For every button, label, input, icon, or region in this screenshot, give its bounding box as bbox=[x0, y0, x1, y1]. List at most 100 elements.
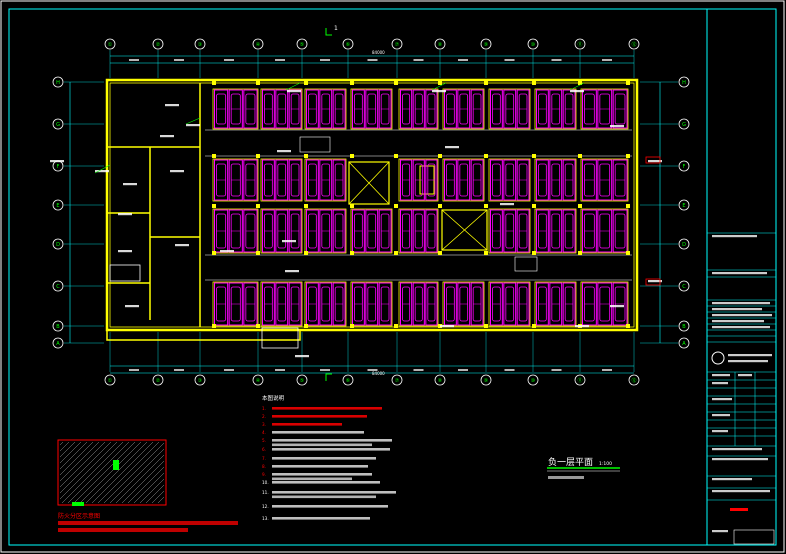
parking-stall bbox=[306, 159, 319, 201]
column bbox=[394, 204, 398, 208]
column bbox=[256, 324, 260, 328]
column bbox=[304, 204, 308, 208]
parking-stall bbox=[365, 209, 379, 253]
column bbox=[484, 251, 488, 255]
grid-label-col: ⑩ bbox=[531, 378, 536, 384]
grid-label-col: ⑤ bbox=[300, 378, 304, 384]
column bbox=[484, 154, 488, 158]
column bbox=[626, 251, 630, 255]
grid-bubble-col bbox=[152, 38, 164, 50]
parking-stall bbox=[306, 89, 319, 129]
column bbox=[626, 324, 630, 328]
note-number: 4. bbox=[262, 430, 266, 435]
grid-label-row: H bbox=[56, 80, 60, 86]
parking-stall bbox=[228, 159, 243, 201]
column bbox=[394, 324, 398, 328]
column bbox=[438, 251, 442, 255]
parking-stall bbox=[490, 89, 503, 129]
parking-stall bbox=[319, 89, 333, 129]
parking-stall bbox=[516, 89, 530, 129]
grid-bubble-col bbox=[628, 374, 640, 386]
grid-label-col: ③ bbox=[198, 42, 202, 48]
room-label bbox=[125, 305, 139, 308]
grid-bubble-row bbox=[52, 118, 64, 130]
parking-stall bbox=[597, 282, 613, 326]
legend-heading: 防火分区示意图 bbox=[58, 512, 100, 520]
grid-label-row: B bbox=[56, 324, 60, 330]
column bbox=[532, 251, 536, 255]
grid-bubble-row bbox=[52, 76, 64, 88]
room-label bbox=[220, 250, 234, 253]
grid-bubble-row bbox=[678, 280, 690, 292]
column bbox=[304, 251, 308, 255]
grid-label-col: ② bbox=[156, 378, 161, 384]
parking-stall bbox=[503, 89, 517, 129]
grid-label-col: ⑨ bbox=[484, 42, 488, 48]
grid-label-col: ⑪ bbox=[577, 377, 582, 384]
grid-label-col: ④ bbox=[256, 42, 261, 48]
room-label bbox=[170, 170, 184, 173]
parking-stall bbox=[503, 282, 517, 326]
parking-stall bbox=[243, 209, 258, 253]
parking-stall bbox=[536, 209, 549, 253]
grid-bubble-row bbox=[678, 199, 690, 211]
room-label bbox=[570, 90, 584, 93]
total-dimension-bottom: 84000 bbox=[372, 371, 385, 376]
note-number: 10. bbox=[262, 480, 269, 485]
parking-stall bbox=[228, 282, 243, 326]
parking-stall bbox=[214, 282, 229, 326]
column bbox=[350, 204, 354, 208]
room-label bbox=[440, 325, 454, 328]
parking-stall bbox=[549, 89, 563, 129]
grid-label-row: E bbox=[56, 203, 59, 209]
parking-stall bbox=[319, 159, 333, 201]
note-number: 13. bbox=[262, 516, 269, 521]
grid-bubble-col bbox=[480, 374, 492, 386]
column bbox=[626, 204, 630, 208]
driving-aisles bbox=[205, 129, 632, 281]
parking-stall bbox=[516, 282, 530, 326]
grid-label-row: C bbox=[682, 284, 686, 290]
column bbox=[212, 251, 216, 255]
section-mark-label: 1 bbox=[334, 25, 338, 32]
room-label bbox=[648, 280, 662, 283]
parking-stall bbox=[262, 89, 275, 129]
grid-bubble-col bbox=[574, 374, 586, 386]
parking-stall bbox=[214, 159, 229, 201]
parking-stall bbox=[425, 89, 438, 129]
parking-stall bbox=[470, 282, 484, 326]
total-dimension-top: 84000 bbox=[372, 50, 385, 55]
grid-bubble-col bbox=[527, 374, 539, 386]
grid-bubble-col bbox=[252, 38, 264, 50]
grid-label-col: ⑨ bbox=[484, 378, 488, 384]
grid-bubble-col bbox=[342, 374, 354, 386]
grid-label-row: H bbox=[682, 80, 686, 86]
column bbox=[256, 81, 260, 85]
grid-label-row: F bbox=[683, 164, 686, 170]
parking-stall bbox=[549, 209, 563, 253]
column bbox=[532, 154, 536, 158]
grid-bubble-col bbox=[194, 374, 206, 386]
parking-stall bbox=[352, 282, 365, 326]
grid-bubble-row bbox=[52, 320, 64, 332]
column bbox=[578, 154, 582, 158]
note-number: 6. bbox=[262, 447, 266, 452]
room-label bbox=[610, 125, 624, 128]
parking-stall bbox=[378, 89, 392, 129]
grid-label-col: ⑩ bbox=[531, 42, 536, 48]
note-number: 11. bbox=[262, 490, 269, 495]
grid-label-row: A bbox=[682, 341, 686, 347]
parking-stall bbox=[425, 159, 438, 201]
parking-stall bbox=[597, 89, 613, 129]
drawing-title-block: 负一层平面 1:100 bbox=[547, 456, 620, 479]
grid-label-col: ① bbox=[108, 378, 113, 384]
room-label bbox=[186, 124, 200, 127]
parking-stall bbox=[262, 282, 275, 326]
parking-stall bbox=[365, 89, 379, 129]
column bbox=[350, 251, 354, 255]
parking-stall bbox=[536, 159, 549, 201]
column bbox=[532, 204, 536, 208]
column bbox=[304, 324, 308, 328]
room-label bbox=[500, 203, 514, 206]
